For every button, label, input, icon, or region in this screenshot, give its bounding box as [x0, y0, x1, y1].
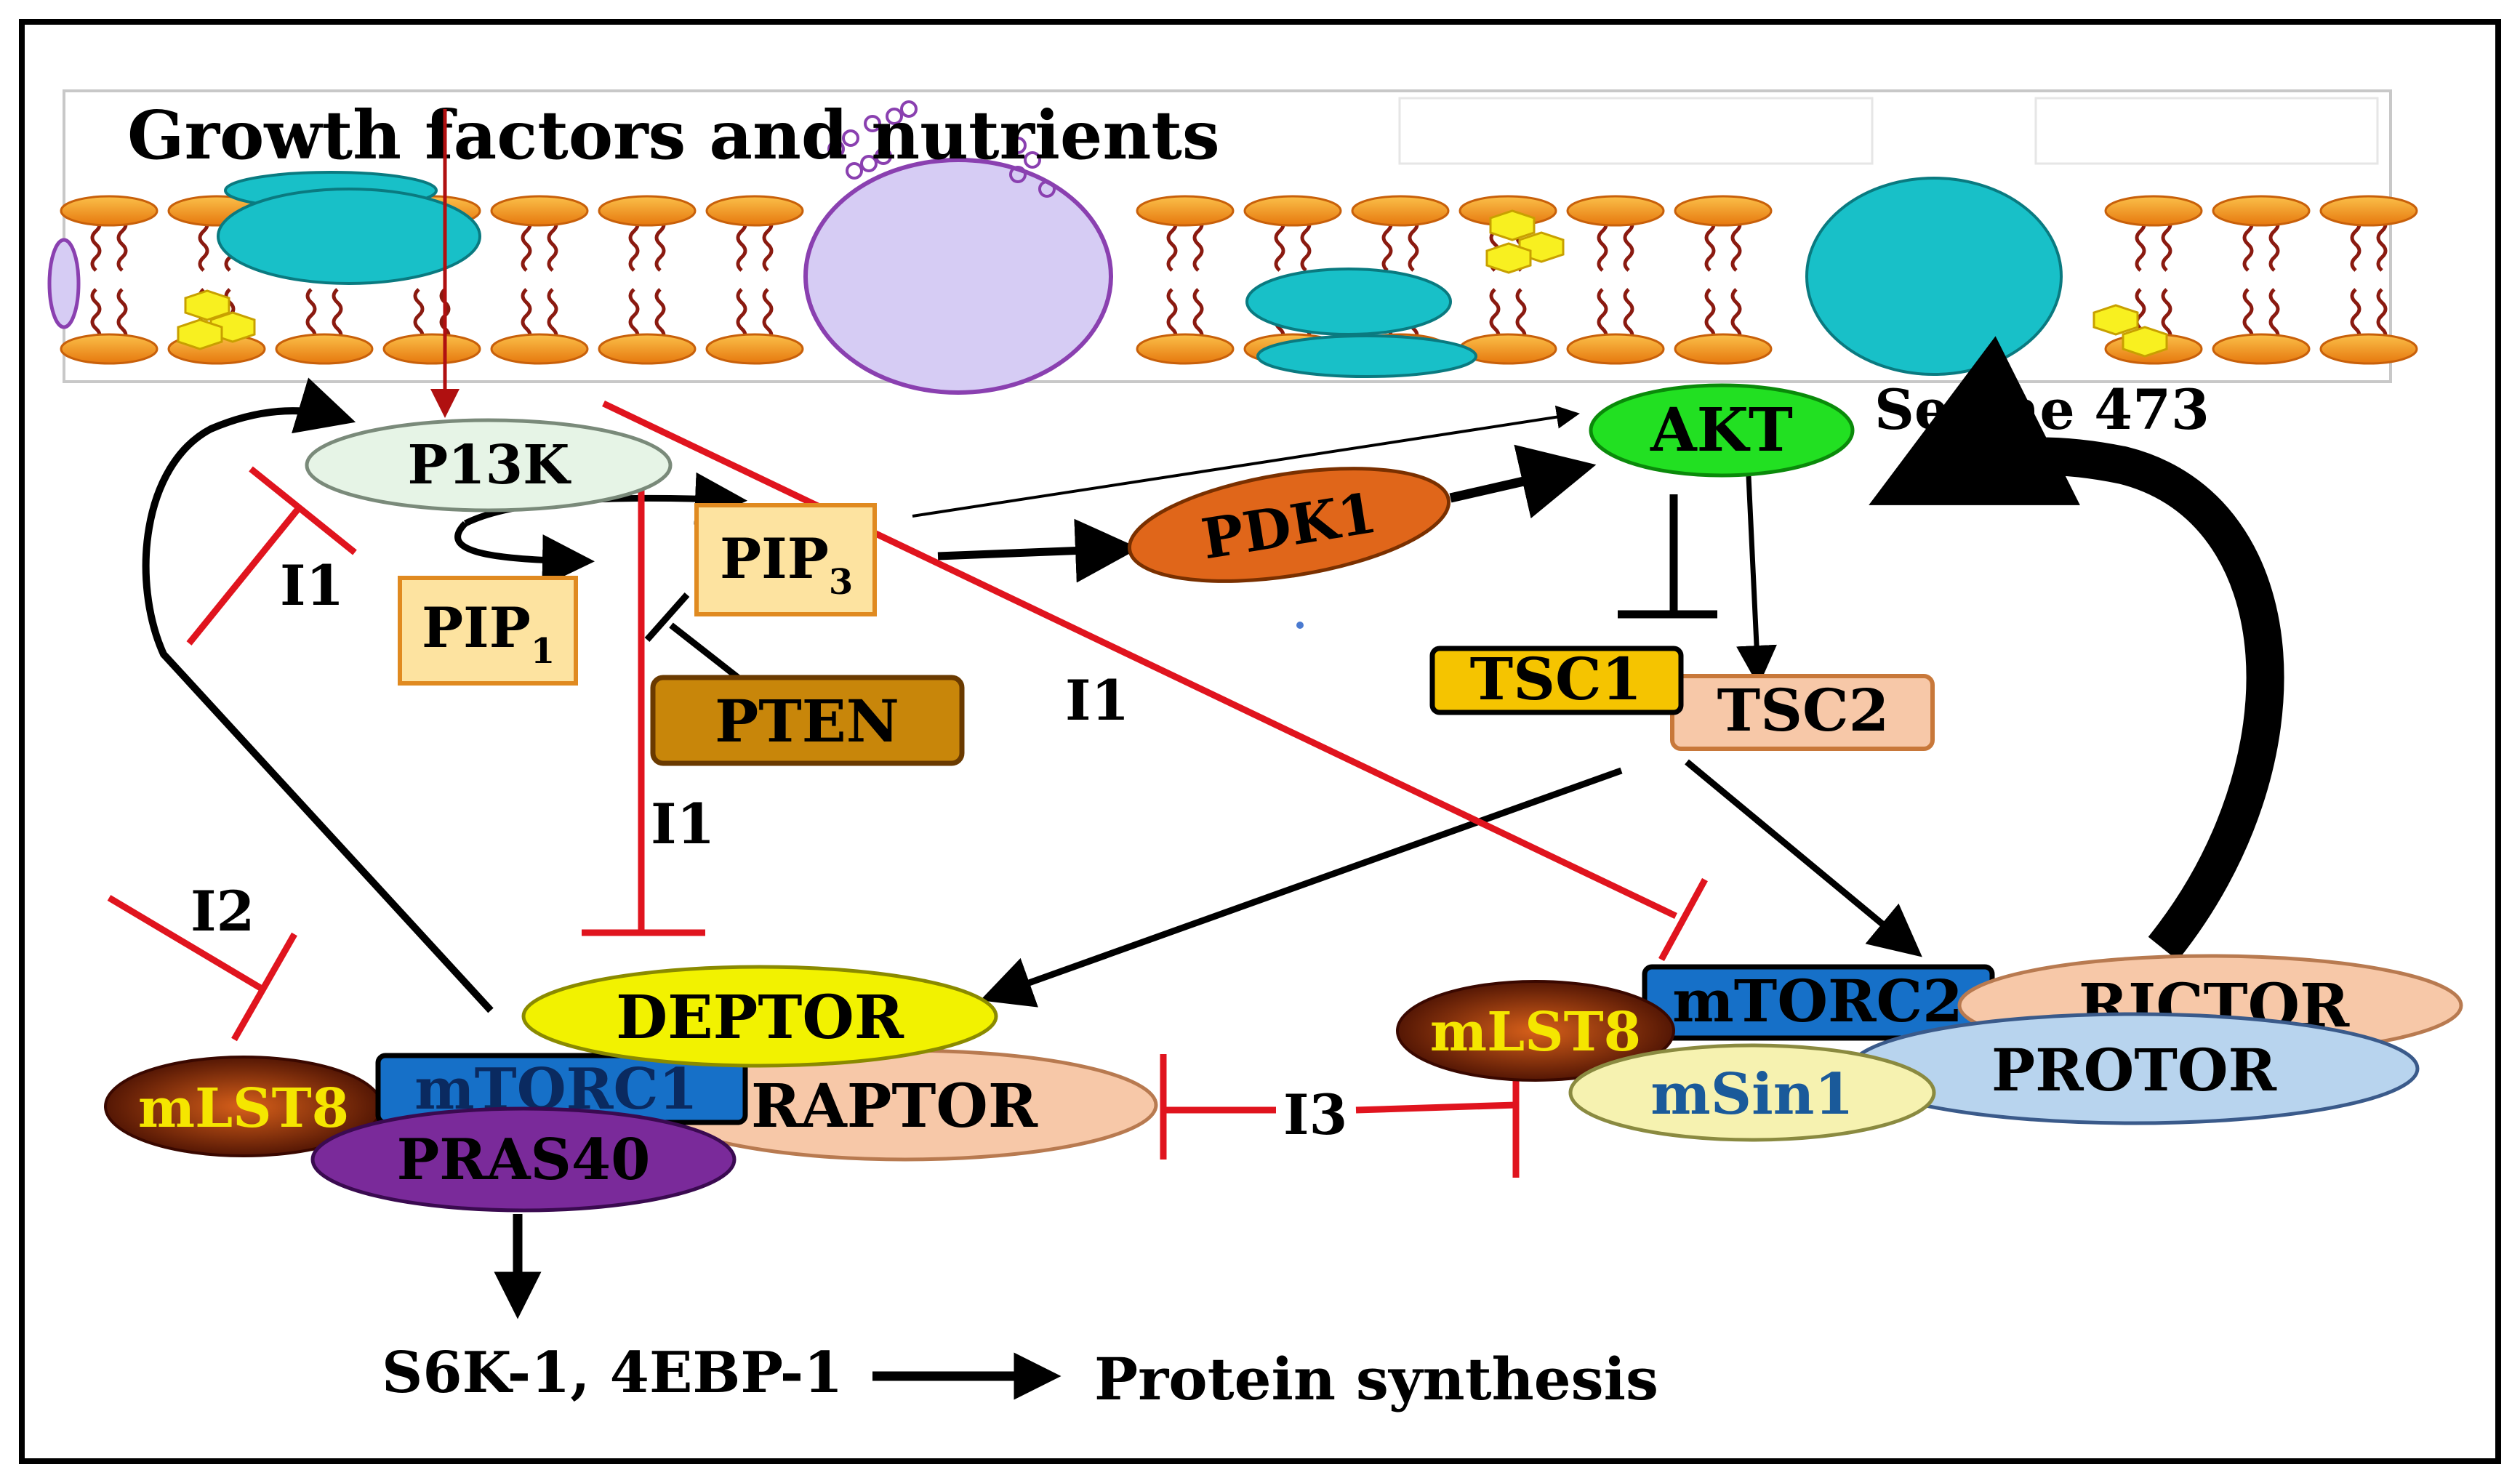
arrow-pip3-to-akt — [912, 405, 1580, 518]
stray-dot — [1296, 622, 1304, 629]
label-i2: I2 — [190, 879, 254, 944]
label-serine-473: Serine 473 — [1874, 377, 2210, 442]
label-protein-synthesis: Protein synthesis — [1094, 1345, 1658, 1413]
label-pip1: PIP — [422, 595, 531, 660]
label-pi3k: P13K — [408, 434, 572, 497]
label-s6k: S6K-1, 4EBP-1 — [382, 1340, 843, 1406]
label-mlst8-left: mLST8 — [138, 1077, 349, 1140]
membrane-protein-lower — [1245, 268, 1452, 336]
node-pip1: PIP1 — [398, 576, 578, 686]
activation-arrows — [142, 109, 2284, 1400]
membrane-channel — [803, 158, 1113, 395]
inhibit-i2-mlst8 — [107, 895, 264, 992]
node-deptor — [521, 965, 998, 1068]
node-pi3k: P13K — [305, 418, 673, 513]
arrow-pi3k-loop-to-pip1 — [454, 521, 595, 587]
label-pip1-sub: 1 — [531, 631, 555, 672]
cholesterol-center — [1485, 209, 1565, 274]
glycan-chain — [827, 100, 1056, 198]
label-protor: PROTOR — [1991, 1036, 2277, 1104]
label-pras40: PRAS40 — [397, 1127, 651, 1193]
label-i1-right: I1 — [1065, 668, 1129, 733]
label-i1-left: I1 — [280, 553, 344, 618]
label-msin1: mSin1 — [1650, 1061, 1853, 1128]
label-mtorc2: mTORC2 — [1672, 967, 1963, 1035]
svg-text:PIP3: PIP3 — [720, 526, 853, 603]
arrow-pip3-to-pdk1 — [937, 518, 1139, 583]
membrane-protein — [217, 188, 481, 285]
arrow-pdk1-to-akt — [1449, 444, 1597, 519]
mtorc1-complex: RAPTOR mLST8 mTORC1 DEPTOR PRAS40 — [104, 965, 1158, 1213]
node-pras40 — [310, 1106, 737, 1213]
membrane-title: Growth factors and nutrients — [127, 96, 1220, 174]
node-akt: AKT — [1589, 383, 1855, 478]
label-i1-center: I1 — [651, 792, 715, 856]
cell-membrane: Growth factors and nutrients — [47, 89, 2418, 395]
node-msin1 — [1568, 1043, 1936, 1142]
label-raptor: RAPTOR — [751, 1072, 1038, 1141]
label-mlst8-right: mLST8 — [1430, 1001, 1641, 1064]
node-pip3: PIP3 — [694, 503, 877, 616]
inhibit-pten-pip3 — [669, 622, 740, 680]
svg-text:PIP1: PIP1 — [422, 595, 555, 672]
node-mlst8-right — [1396, 980, 1675, 1082]
label-pten: PTEN — [715, 687, 899, 755]
label-tsc1: TSC1 — [1470, 645, 1642, 713]
membrane-edge-protein — [47, 238, 81, 329]
arrow-akt-to-tsc2 — [1736, 475, 1777, 686]
inhibition-lines — [107, 400, 1717, 1178]
arrow-tsc-to-deptor — [980, 767, 1623, 1008]
node-tsc2: TSC2 — [1670, 674, 1935, 751]
cholesterol-right — [2092, 304, 2168, 358]
label-akt: AKT — [1650, 395, 1793, 465]
label-i3: I3 — [1283, 1082, 1347, 1147]
label-pip3: PIP — [720, 526, 829, 591]
label-tsc2: TSC2 — [1717, 676, 1890, 744]
cholesterol-left — [177, 289, 256, 350]
inhibit-i1-mtorc2 — [602, 400, 1677, 920]
membrane-protein-large — [1805, 177, 2063, 376]
inhibit-i1-pi3k — [186, 507, 301, 646]
inhibit-i3-right — [1355, 1101, 1517, 1114]
node-tsc1: TSC1 — [1429, 645, 1684, 715]
node-pdk1: PDK1 — [1127, 467, 1451, 583]
node-pten: PTEN — [650, 675, 965, 766]
arrow-mtorc2-to-akt — [1869, 336, 2284, 961]
label-pip3-sub: 3 — [829, 562, 853, 603]
label-deptor: DEPTOR — [616, 983, 904, 1053]
mtorc2-complex: mTORC2 RICTOR PROTOR mLST8 mSin1 — [1396, 954, 2463, 1142]
arrow-tsc2-to-mtorc2 — [1685, 759, 1922, 957]
arrow-mtorc1-feedback-to-pi3k — [142, 377, 494, 1013]
membrane-protein-lower-disc — [1256, 334, 1477, 378]
